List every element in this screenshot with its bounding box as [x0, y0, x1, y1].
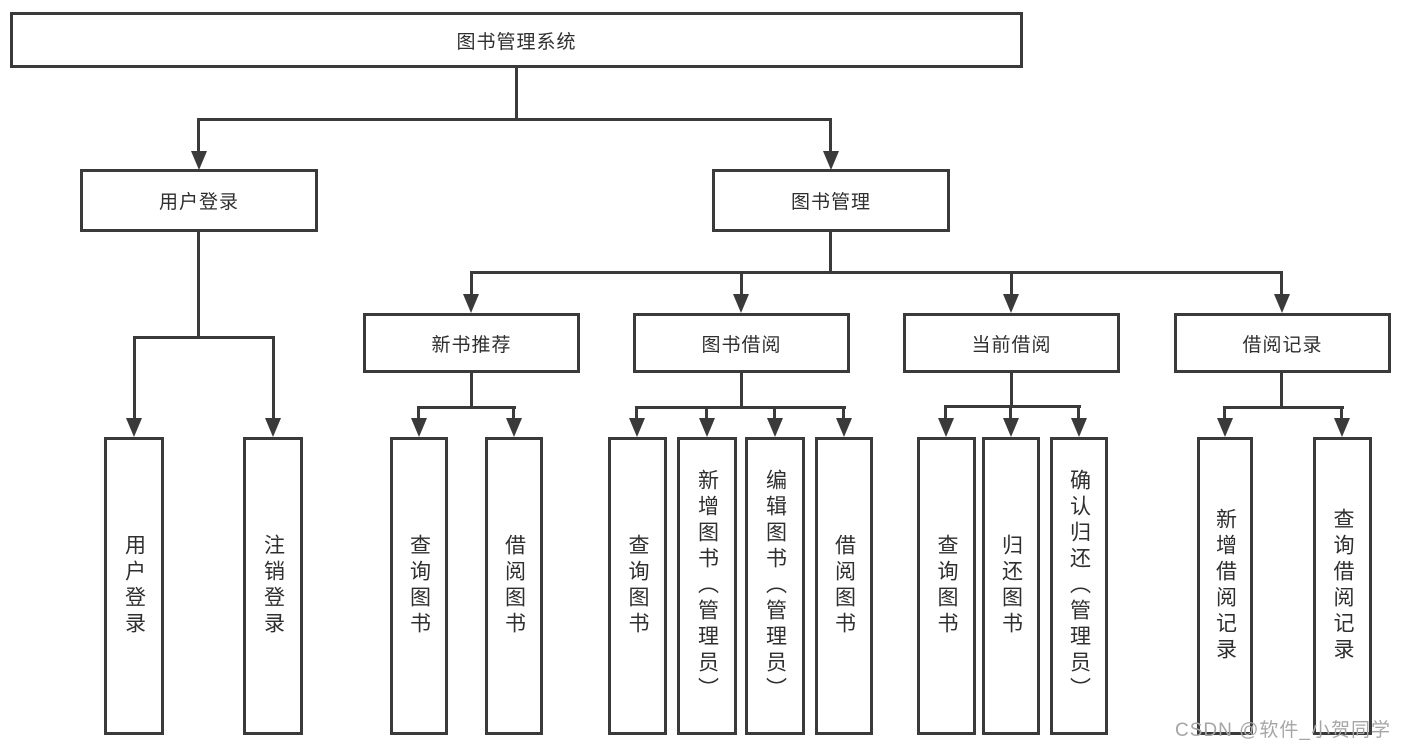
connector-hline — [197, 118, 831, 121]
connector-hline — [133, 336, 275, 339]
node-label: 新增图书（管理员） — [695, 469, 719, 703]
arrowhead-down-icon — [191, 151, 207, 170]
node-label: 注销登录 — [261, 534, 285, 638]
node-leaf-add-books-admin: 新增图书（管理员） — [677, 437, 737, 735]
connector-hline — [944, 405, 1081, 408]
node-label: 借阅图书 — [832, 534, 856, 638]
connector-vline — [773, 406, 776, 421]
arrowhead-down-icon — [767, 418, 783, 437]
connector-vline — [842, 406, 845, 421]
connector-vline — [829, 232, 832, 274]
node-label: 查询图书 — [935, 534, 958, 638]
node-leaf-logout: 注销登录 — [243, 437, 303, 735]
node-leaf-borrow-books-2: 借阅图书 — [815, 437, 873, 735]
connector-vline — [1223, 406, 1226, 421]
node-leaf-query-books-3: 查询图书 — [917, 437, 976, 735]
connector-vline — [1077, 405, 1080, 421]
connector-vline — [829, 118, 832, 156]
node-root-label: 图书管理系统 — [456, 31, 577, 53]
node-label: 借阅图书 — [502, 534, 526, 638]
connector-vline — [1009, 405, 1012, 421]
node-borrowing-records: 借阅记录 — [1174, 313, 1391, 373]
connector-vline — [944, 405, 947, 421]
arrowhead-down-icon — [506, 418, 522, 437]
node-leaf-borrow-books-1: 借阅图书 — [485, 437, 543, 735]
node-leaf-return-books: 归还图书 — [982, 437, 1040, 735]
node-leaf-edit-books-admin: 编辑图书（管理员） — [745, 437, 805, 735]
connector-vline — [740, 271, 743, 298]
node-leaf-query-books-2: 查询图书 — [608, 437, 667, 735]
connector-hline — [417, 406, 516, 409]
connector-vline — [1010, 271, 1013, 298]
connector-vline — [470, 373, 473, 409]
node-label: 借阅记录 — [1242, 334, 1323, 356]
connector-vline — [272, 336, 275, 420]
node-new-book-recommend: 新书推荐 — [363, 313, 580, 373]
arrowhead-down-icon — [463, 294, 479, 313]
node-book-management: 图书管理 — [712, 169, 950, 232]
connector-vline — [512, 406, 515, 421]
node-leaf-add-borrow-record: 新增借阅记录 — [1197, 437, 1253, 735]
arrowhead-down-icon — [1334, 418, 1350, 437]
node-label: 编辑图书（管理员） — [763, 469, 787, 703]
arrowhead-down-icon — [126, 418, 142, 437]
connector-hline — [1223, 406, 1344, 409]
arrowhead-down-icon — [265, 418, 281, 437]
arrowhead-down-icon — [411, 418, 427, 437]
connector-vline — [417, 406, 420, 421]
arrowhead-down-icon — [836, 418, 852, 437]
arrowhead-down-icon — [1003, 294, 1019, 313]
node-label: 用户登录 — [158, 192, 239, 213]
connector-vline — [635, 406, 638, 421]
connector-vline — [1340, 406, 1343, 421]
node-label: 图书借阅 — [701, 334, 782, 356]
connector-vline — [197, 118, 200, 156]
node-label: 新书推荐 — [431, 334, 512, 356]
node-book-borrowing: 图书借阅 — [633, 313, 850, 373]
node-label: 用户登录 — [122, 534, 146, 638]
connector-vline — [133, 336, 136, 420]
connector-vline — [1280, 271, 1283, 298]
node-current-borrowing: 当前借阅 — [903, 313, 1120, 373]
node-label: 查询图书 — [407, 534, 431, 638]
csdn-watermark: CSDN @软件_小贺同学 — [1175, 720, 1391, 741]
node-user-login: 用户登录 — [80, 169, 318, 232]
arrowhead-down-icon — [629, 418, 645, 437]
arrowhead-down-icon — [1217, 418, 1233, 437]
arrowhead-down-icon — [733, 294, 749, 313]
node-label: 新增借阅记录 — [1213, 508, 1237, 664]
arrowhead-down-icon — [1003, 418, 1019, 437]
arrowhead-down-icon — [1071, 418, 1087, 437]
node-leaf-query-books-1: 查询图书 — [390, 437, 448, 735]
node-label: 确认归还（管理员） — [1067, 469, 1091, 703]
node-leaf-user-login: 用户登录 — [104, 437, 164, 735]
node-label: 归还图书 — [999, 534, 1023, 638]
arrowhead-down-icon — [1274, 294, 1290, 313]
connector-hline — [470, 271, 1283, 274]
node-label: 图书管理 — [790, 192, 871, 213]
connector-vline — [740, 373, 743, 409]
arrowhead-down-icon — [823, 151, 839, 170]
connector-hline — [635, 406, 846, 409]
connector-vline — [197, 232, 200, 339]
connector-vline — [1010, 373, 1013, 408]
node-root: 图书管理系统 — [10, 12, 1023, 68]
node-label: 查询借阅记录 — [1331, 508, 1354, 664]
node-label: 当前借阅 — [971, 334, 1052, 356]
connector-vline — [1280, 373, 1283, 409]
arrowhead-down-icon — [938, 418, 954, 437]
node-leaf-query-borrow-record: 查询借阅记录 — [1313, 437, 1372, 735]
node-leaf-confirm-return-admin: 确认归还（管理员） — [1050, 437, 1108, 735]
connector-vline — [705, 406, 708, 421]
node-label: 查询图书 — [626, 534, 649, 638]
connector-vline — [470, 271, 473, 298]
arrowhead-down-icon — [699, 418, 715, 437]
connector-vline — [515, 67, 518, 121]
